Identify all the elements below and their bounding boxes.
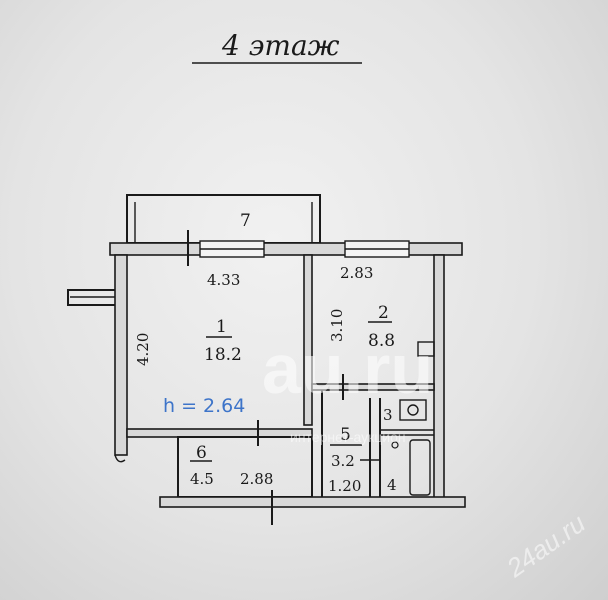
bottom-wall [159,496,466,508]
room-2-width: 2.83 [340,264,373,282]
room-4-number: 4 [387,476,397,494]
left-protrusion [67,289,115,306]
left-wall [114,254,128,456]
room-6-width: 2.88 [240,470,273,488]
room-3-number: 3 [383,406,393,424]
room-1-bottom-wall [126,428,313,438]
room-5-number: 5 [340,425,351,445]
balcony-outline [126,194,321,244]
room-2-depth: 3.10 [328,309,346,342]
room-1-depth: 4.20 [134,333,152,366]
watermark-brand: 24au.ru [500,508,590,584]
room-2-bottom-wall [311,383,435,391]
bathtub-icon [409,439,431,496]
corner-mark [114,454,126,463]
room-2-area: 8.8 [368,331,395,351]
ceiling-height-note: h = 2.64 [163,395,245,417]
room-1-width: 4.33 [207,271,240,289]
room-5-area: 3.2 [331,452,355,470]
room-5-width: 1.20 [328,477,361,495]
right-wall [433,254,445,501]
toilet-icon [399,399,427,421]
floor-title: 4 этаж [221,29,340,62]
toilet-bowl-icon [407,404,419,416]
partition-1-2 [303,254,313,426]
room-6-area: 4.5 [190,470,214,488]
room-1-area: 18.2 [204,345,242,365]
watermark-center: au.ru [262,330,433,408]
room-2-number: 2 [378,303,389,323]
sink-icon [391,441,399,449]
watermark-subtitle: интернет-аукцион [290,429,406,445]
ventilation-shaft [417,341,435,357]
room-1-number: 1 [216,317,227,337]
room-6-number: 6 [196,443,207,463]
room-7-number: 7 [240,211,251,231]
